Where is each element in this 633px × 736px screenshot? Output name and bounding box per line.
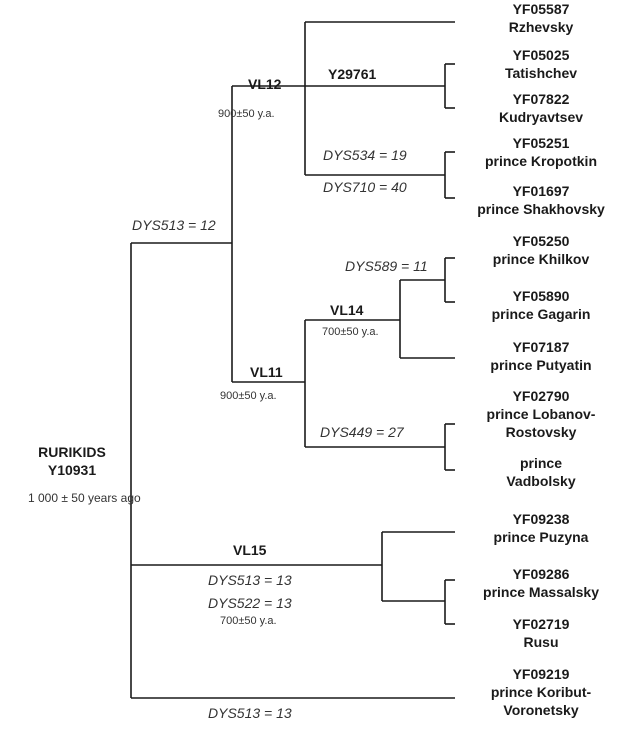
mutation-dys513-13-vl15: DYS513 = 13 [208, 572, 292, 588]
clade-vl14: VL14 [330, 302, 364, 318]
clade-vl12: VL12 [248, 76, 282, 92]
clade-vl14-age: 700±50 y.a. [322, 326, 379, 338]
clade-vl15: VL15 [233, 542, 267, 558]
root-haplogroup: Y10931 [47, 462, 97, 478]
root-name: RURIKIDS [38, 444, 106, 460]
mutation-dys513-13-last: DYS513 = 13 [208, 705, 292, 721]
clade-vl11-age: 900±50 y.a. [220, 390, 277, 402]
root-age: 1 000 ± 50 years ago [28, 491, 141, 505]
mutation-dys589-11: DYS589 = 11 [345, 258, 428, 274]
clade-vl15-age: 700±50 y.a. [220, 615, 277, 627]
clade-vl11: VL11 [250, 364, 283, 380]
clade-y29761: Y29761 [328, 66, 377, 82]
clade-vl12-age: 900±50 y.a. [218, 108, 275, 120]
mutation-dys513-12: DYS513 = 12 [132, 217, 216, 233]
mutation-dys534-19: DYS534 = 19 [323, 147, 407, 163]
mutation-dys710-40: DYS710 = 40 [323, 179, 407, 195]
mutation-dys449-27: DYS449 = 27 [320, 424, 404, 440]
mutation-dys522-13: DYS522 = 13 [208, 595, 292, 611]
